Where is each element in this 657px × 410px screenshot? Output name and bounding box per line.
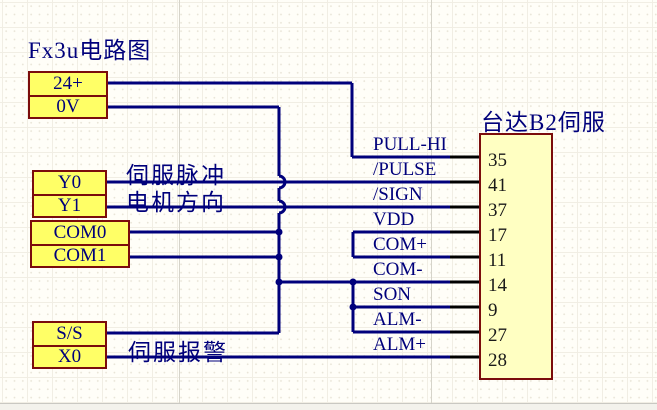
pin-number-41: 41 <box>488 175 507 196</box>
pin-number-11: 11 <box>488 250 507 271</box>
sheet-ref-line-vertical-a <box>179 0 180 410</box>
net-label-sign[interactable]: /SIGN <box>373 184 423 205</box>
terminal-ss[interactable]: S/S <box>56 323 83 344</box>
pin-number-37: 37 <box>488 200 507 221</box>
sheet-margin-strip <box>0 403 657 410</box>
terminal-24[interactable]: 24+ <box>53 73 83 94</box>
net-label-pull-hi[interactable]: PULL-HI <box>373 134 447 155</box>
annotation-text[interactable]: 伺服报警 <box>128 340 228 365</box>
annotation-text[interactable]: 伺服脉冲 <box>126 163 226 188</box>
sheet-title[interactable]: Fx3u电路图 <box>28 38 152 63</box>
junction-dot <box>349 303 357 311</box>
terminal-x0[interactable]: X0 <box>34 345 105 367</box>
pin-number-28: 28 <box>488 350 507 371</box>
pin-number-17: 17 <box>488 225 507 246</box>
terminal-y0[interactable]: Y0 <box>57 172 82 193</box>
servo-connector-title[interactable]: 台达B2伺服 <box>481 110 606 135</box>
terminal-group-power: 24+0V <box>28 71 108 119</box>
net-label-pulse[interactable]: /PULSE <box>373 159 437 180</box>
servo-connector-box[interactable] <box>479 133 553 380</box>
net-label-com-[interactable]: COM- <box>373 259 423 280</box>
junction-dot <box>275 228 283 236</box>
junction-dot <box>275 278 283 286</box>
wire-hop[interactable] <box>278 174 287 190</box>
pin-number-35: 35 <box>488 150 507 171</box>
net-label-alm-[interactable]: ALM- <box>373 309 422 330</box>
terminal-y1[interactable]: Y1 <box>34 194 105 216</box>
sheet-ref-line-vertical-b <box>431 0 432 410</box>
pin-number-9: 9 <box>488 300 498 321</box>
junction-dot <box>349 278 357 286</box>
wire-hop[interactable] <box>278 199 287 215</box>
net-label-alm+[interactable]: ALM+ <box>373 334 426 355</box>
pin-number-27: 27 <box>488 325 507 346</box>
terminal-0v[interactable]: 0V <box>30 95 106 117</box>
net-label-son[interactable]: SON <box>373 284 412 305</box>
terminal-com0[interactable]: COM0 <box>53 222 107 243</box>
junction-dot <box>275 253 283 261</box>
net-label-com+[interactable]: COM+ <box>373 234 428 255</box>
annotation-text[interactable]: 电机方向 <box>126 190 226 215</box>
terminal-com1[interactable]: COM1 <box>32 244 128 266</box>
net-label-vdd[interactable]: VDD <box>373 209 415 230</box>
pin-number-14: 14 <box>488 275 507 296</box>
